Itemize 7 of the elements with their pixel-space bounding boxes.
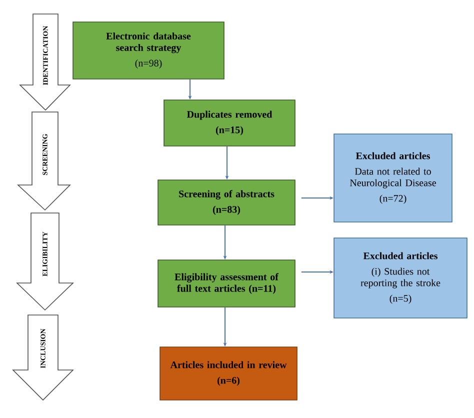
process-box: Electronic database search strategy (n=98)	[72, 22, 224, 80]
exclusion-box: Excluded articles Data not related to Neurological Disease (n=72)	[334, 134, 452, 222]
exclusion-box: Excluded articles (i) Studies not reporting the stroke (n=5)	[334, 238, 468, 318]
result-box: Articles included in review (n=6)	[160, 346, 298, 400]
process-box: Duplicates removed (n=15)	[164, 100, 296, 146]
process-box: Screening of abstracts (n=83)	[158, 180, 296, 226]
process-box: Eligibility assessment of full text articles (n=11)	[158, 260, 296, 308]
